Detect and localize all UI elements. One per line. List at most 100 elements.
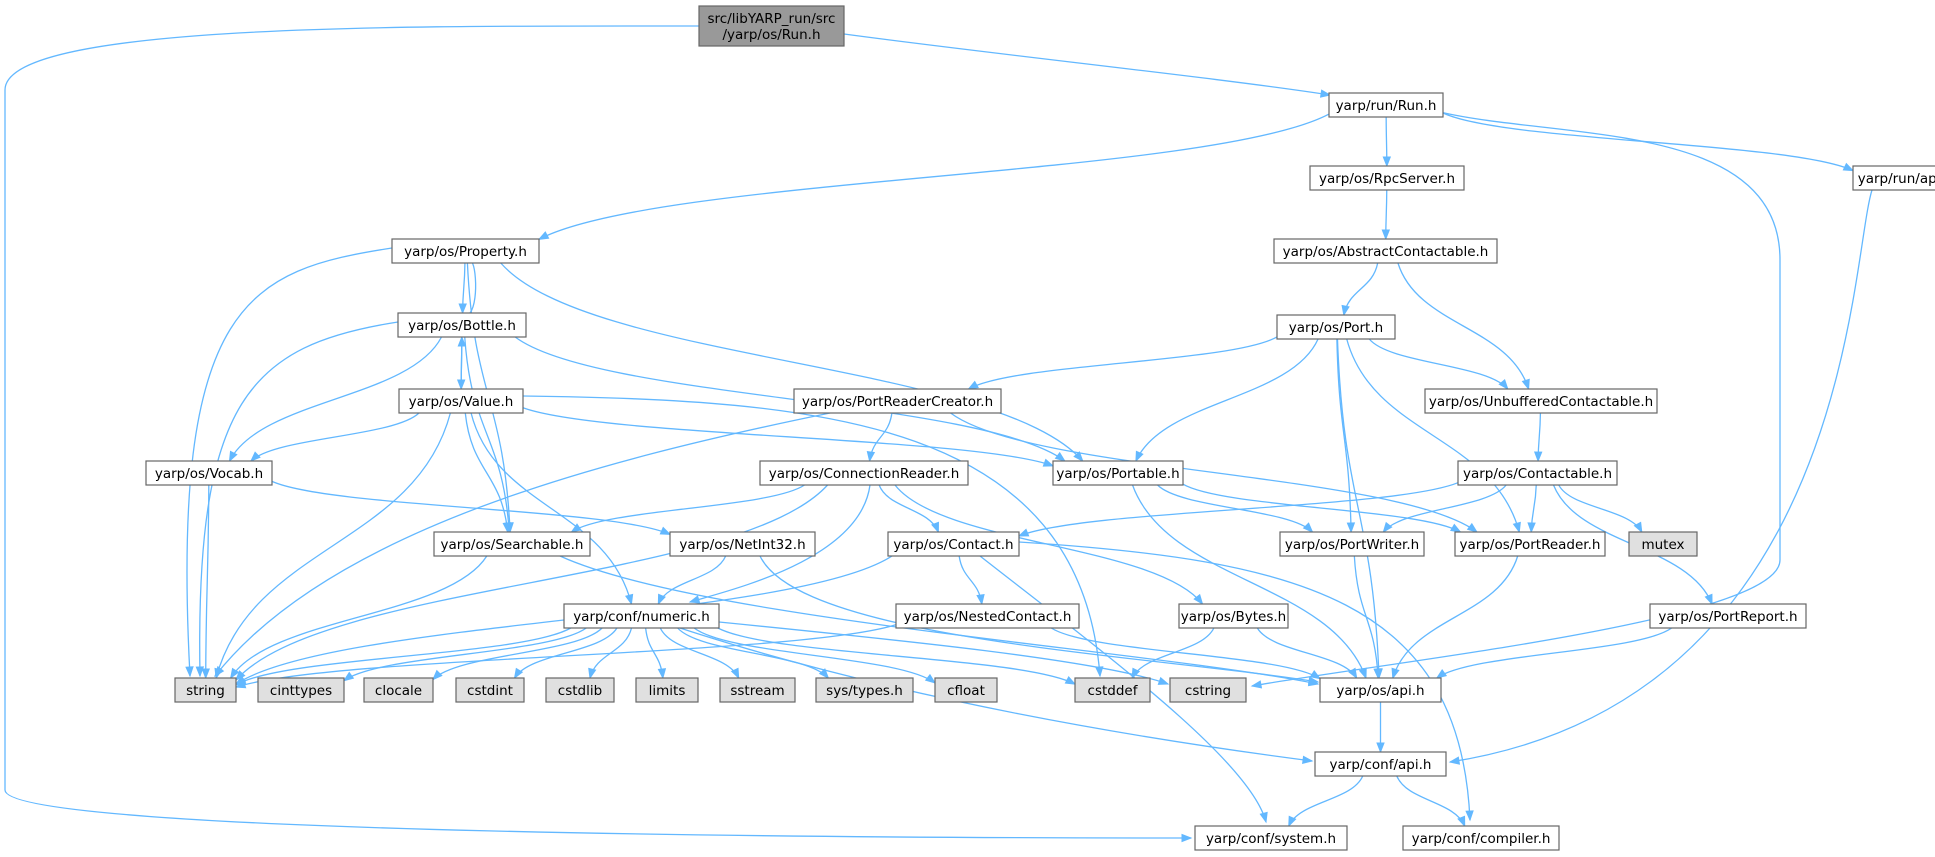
edge-line (250, 412, 420, 462)
node-box (635, 677, 699, 703)
edge-numeric-to-cinttypes (342, 627, 587, 682)
edge-line (514, 627, 618, 679)
node-vocab[interactable]: yarp/os/Vocab.h (145, 460, 273, 486)
node-label: yarp/os/PortWriter.h (1285, 537, 1419, 553)
node-port[interactable]: yarp/os/Port.h (1276, 314, 1396, 340)
edge-arrowhead (432, 669, 443, 681)
edge-arrowhead (537, 231, 550, 240)
edge-line (1018, 541, 1471, 821)
node-portreadercreator[interactable]: yarp/os/PortReaderCreator.h (793, 388, 1002, 414)
node-run-src[interactable]: src/libYARP_run/src/yarp/os/Run.h (698, 5, 845, 47)
node-label: yarp/os/Portable.h (1056, 466, 1179, 482)
edge-arrowhead (513, 667, 524, 680)
edge-arrowhead (1358, 667, 1367, 680)
node-box (1628, 531, 1698, 557)
edge-abstractcontactable-to-unbufferedcontactable (1397, 262, 1530, 391)
node-box (1276, 314, 1396, 340)
node-conf-api[interactable]: yarp/conf/api.h (1314, 751, 1447, 777)
edge-line (1382, 484, 1507, 533)
edge-run_api-to-conf_api (1448, 189, 1873, 765)
node-unbufferedcontactable[interactable]: yarp/os/UnbufferedContactable.h (1424, 388, 1658, 414)
edge-arrowhead (659, 526, 672, 535)
node-netint32[interactable]: yarp/os/NetInt32.h (669, 531, 816, 557)
node-os-api[interactable]: yarp/os/api.h (1319, 677, 1442, 703)
node-box (1852, 165, 1935, 191)
edge-numeric-to-string (234, 627, 572, 686)
node-box (1314, 751, 1447, 777)
edge-line (950, 412, 1478, 533)
edge-arrowhead (570, 523, 582, 533)
node-box (433, 531, 591, 557)
edge-portable-to-portreader (1182, 483, 1462, 533)
node-box (759, 460, 969, 486)
edge-line (1558, 484, 1643, 533)
edge-line (677, 627, 829, 679)
node-label: yarp/run/api.h (1858, 171, 1935, 187)
edge-arrowhead (1382, 521, 1393, 534)
node-box (545, 677, 615, 703)
edge-arrowhead (1073, 451, 1084, 463)
edge-line (205, 484, 210, 679)
node-conf-system[interactable]: yarp/conf/system.h (1194, 825, 1348, 851)
edge-arrowhead (1842, 162, 1855, 172)
edge-arrowhead (1135, 450, 1144, 463)
node-label: yarp/os/NestedContact.h (904, 609, 1072, 625)
edge-line (968, 336, 1278, 390)
edge-arrowhead (1250, 680, 1263, 689)
node-contactable[interactable]: yarp/os/Contactable.h (1457, 460, 1618, 486)
node-portwriter[interactable]: yarp/os/PortWriter.h (1279, 531, 1425, 557)
node-box (793, 388, 1002, 414)
edge-portable-to-portwriter (1157, 484, 1314, 533)
node-bottle[interactable]: yarp/os/Bottle.h (397, 312, 527, 338)
edge-line (432, 627, 603, 680)
node-numeric[interactable]: yarp/conf/numeric.h (563, 603, 720, 629)
node-label: yarp/os/PortReaderCreator.h (802, 394, 993, 410)
edge-arrowhead (1157, 676, 1170, 685)
edge-port-to-unbufferedcontactable (1368, 338, 1509, 391)
edge-line (235, 627, 572, 686)
node-portable[interactable]: yarp/os/Portable.h (1052, 460, 1184, 486)
node-conf-compiler[interactable]: yarp/conf/compiler.h (1402, 825, 1560, 851)
edge-arrowhead (1017, 528, 1030, 537)
node-contact[interactable]: yarp/os/Contact.h (887, 531, 1020, 557)
edge-nestedcontact-to-os_api (1050, 627, 1322, 680)
node-box (1328, 92, 1444, 118)
node-box (1454, 531, 1606, 557)
node-run-api[interactable]: yarp/run/api.h (1852, 165, 1935, 191)
edge-arrowhead (1064, 675, 1077, 685)
edge-line (1135, 338, 1319, 462)
edge-arrowhead (1309, 669, 1322, 680)
edge-line (214, 412, 831, 677)
node-sstream: sstream (719, 677, 796, 703)
edge-arrowhead (457, 335, 467, 347)
edge-line (235, 624, 897, 688)
edge-portreadercreator-to-portreader (950, 412, 1479, 533)
edge-value-to-vocab (250, 412, 420, 462)
edge-port-to-portreadercreator (967, 336, 1278, 390)
node-cfloat: cfloat (934, 677, 998, 703)
node-value[interactable]: yarp/os/Value.h (398, 388, 524, 414)
edge-arrowhead (195, 666, 205, 678)
edge-line (679, 627, 1313, 762)
edge-arrowhead (1341, 304, 1350, 317)
node-connectionreader[interactable]: yarp/os/ConnectionReader.h (759, 460, 969, 486)
edge-line (4, 25, 1192, 839)
node-portreport[interactable]: yarp/os/PortReport.h (1649, 603, 1807, 629)
node-label: yarp/os/Bytes.h (1181, 609, 1287, 625)
node-property[interactable]: yarp/os/Property.h (391, 238, 540, 264)
node-portreader[interactable]: yarp/os/PortReader.h (1454, 531, 1606, 557)
edge-line (522, 395, 1101, 677)
node-label: yarp/conf/compiler.h (1412, 831, 1551, 847)
edge-numeric-to-cstdint (513, 627, 618, 680)
node-box (397, 312, 527, 338)
node-rpcserver[interactable]: yarp/os/RpcServer.h (1309, 165, 1465, 191)
node-nestedcontact[interactable]: yarp/os/NestedContact.h (895, 603, 1080, 629)
edge-arrowhead (967, 380, 979, 390)
edge-line (1018, 482, 1459, 537)
node-abstractcontactable[interactable]: yarp/os/AbstractContactable.h (1273, 238, 1498, 264)
edge-os_api-to-conf_api (1376, 701, 1385, 754)
node-searchable[interactable]: yarp/os/Searchable.h (433, 531, 591, 557)
edge-arrowhead (1288, 815, 1297, 828)
node-run-run[interactable]: yarp/run/Run.h (1328, 92, 1444, 118)
node-bytes[interactable]: yarp/os/Bytes.h (1178, 603, 1289, 629)
